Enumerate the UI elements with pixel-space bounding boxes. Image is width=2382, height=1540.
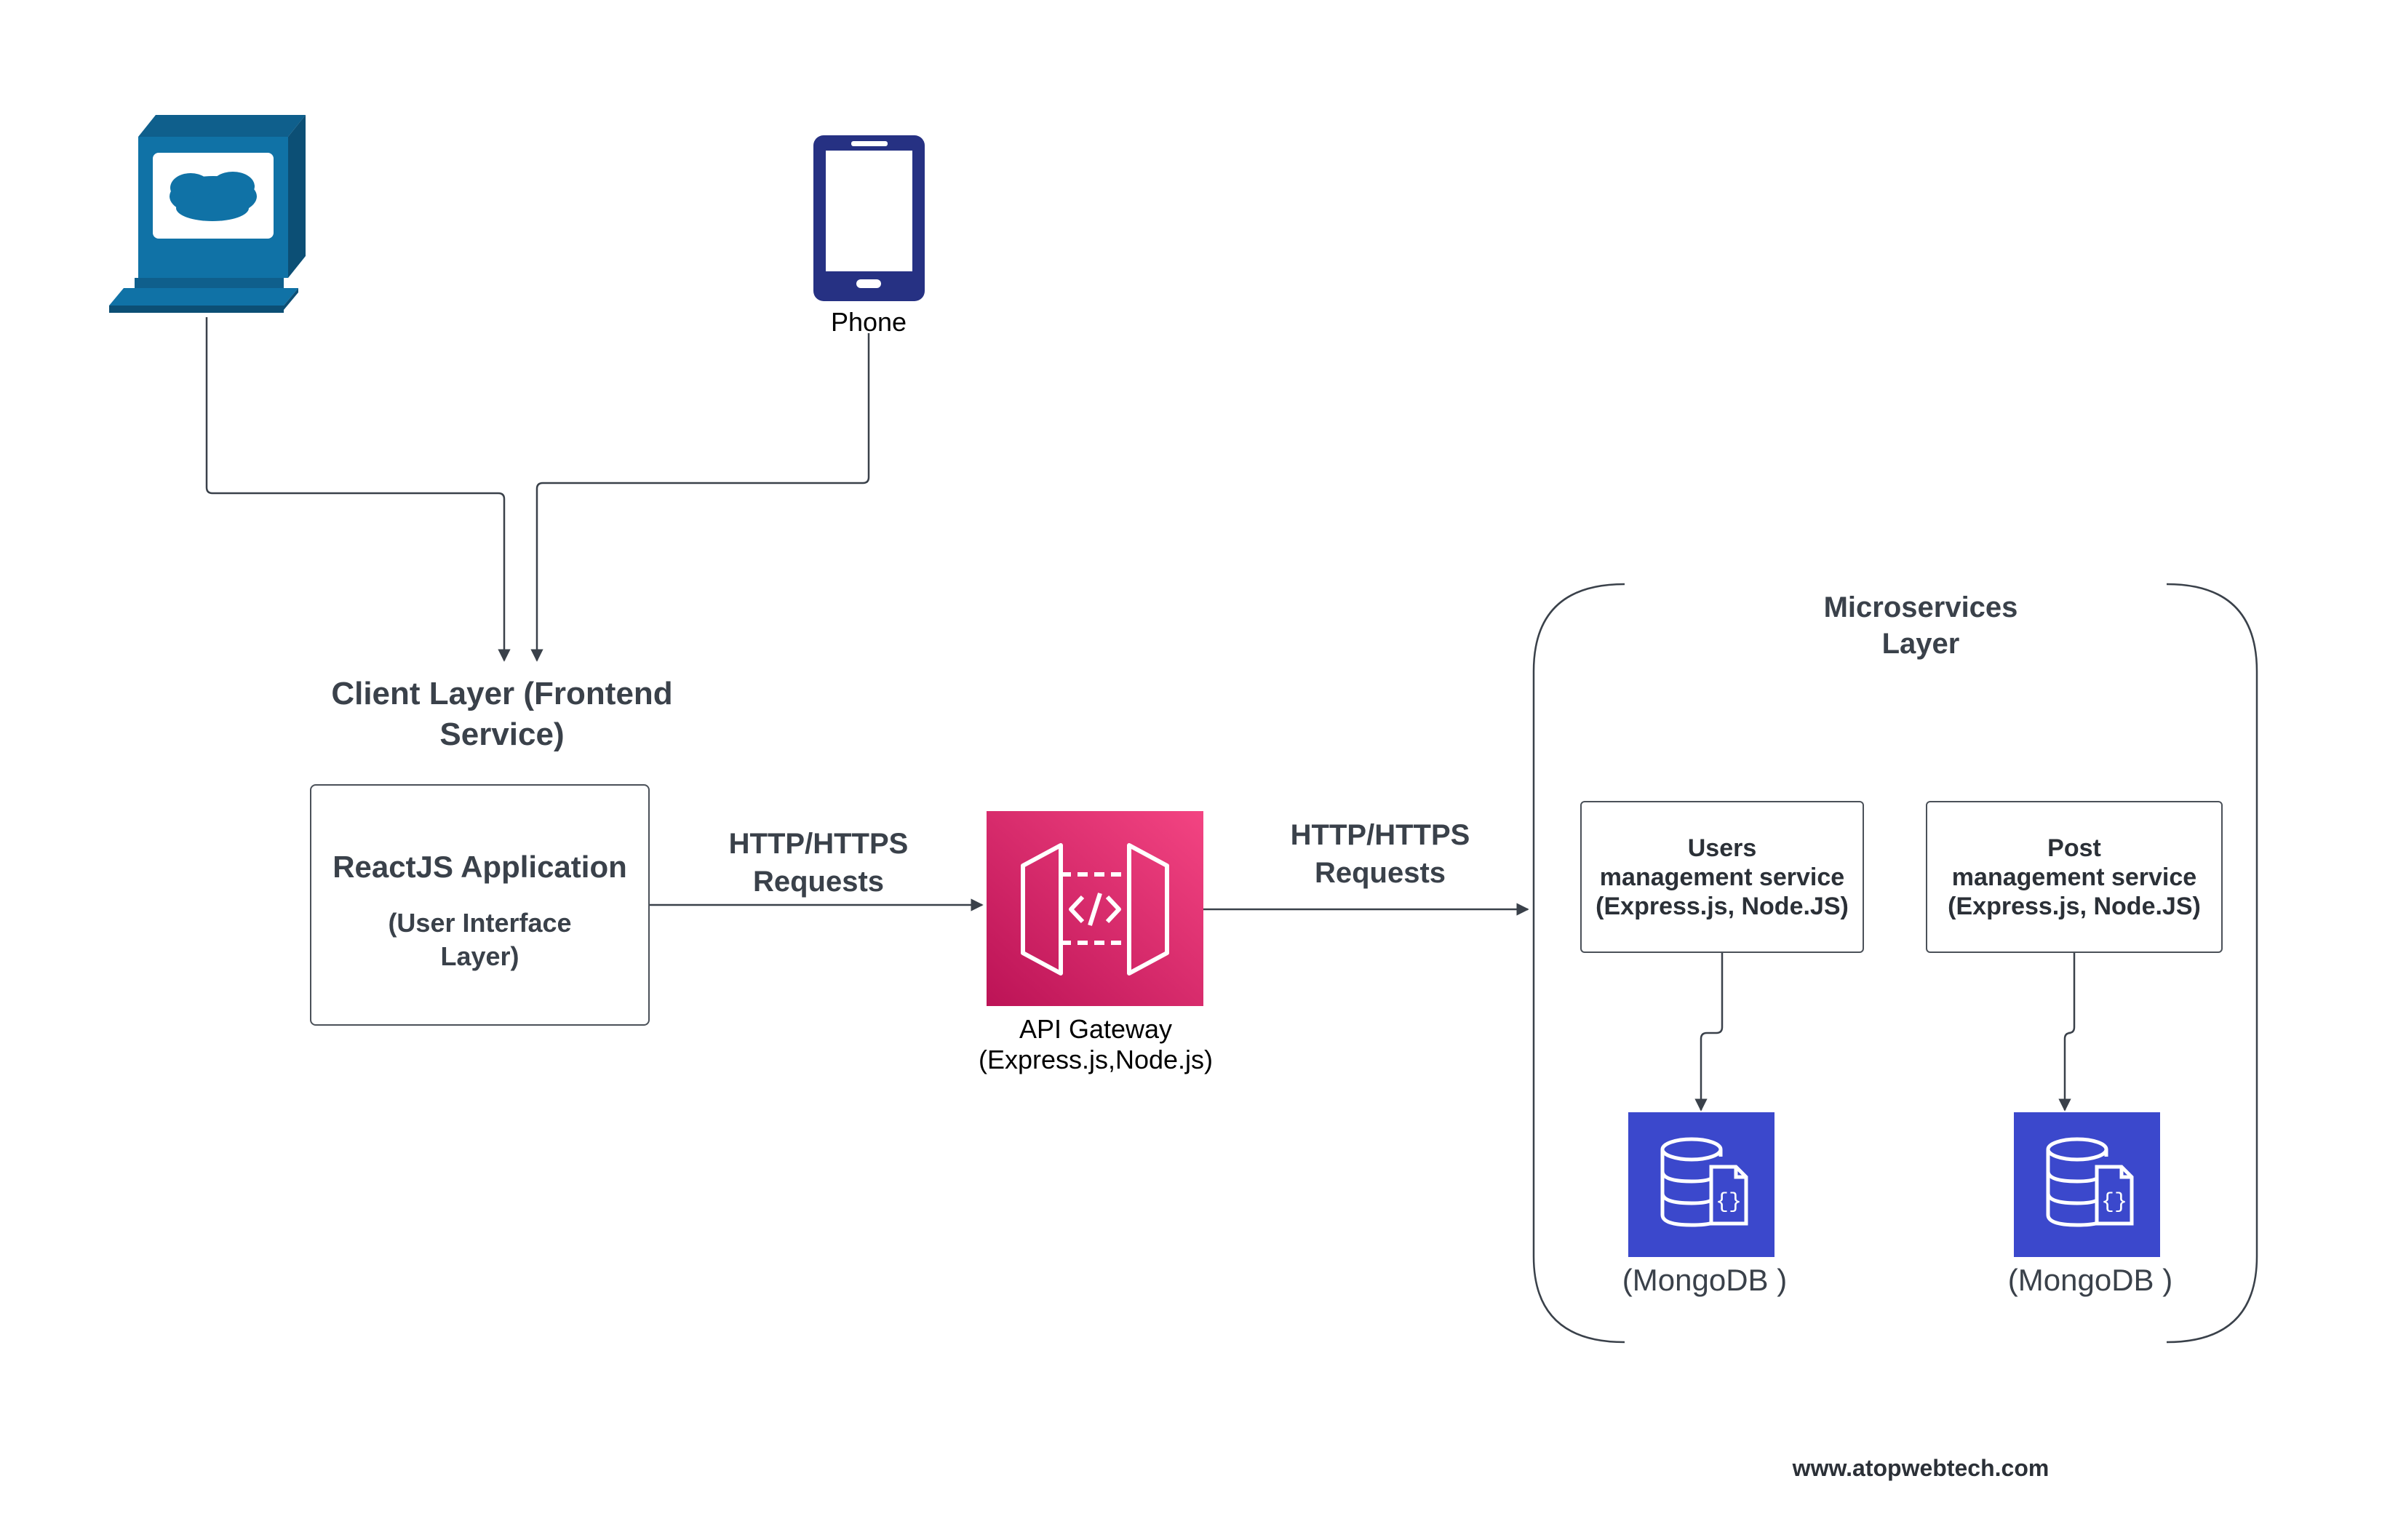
http-label-right-line1: HTTP/HTTPS (1290, 819, 1470, 851)
phone-to-client-arrow (530, 333, 870, 662)
phone-icon (813, 135, 925, 301)
post-service-to-db-arrow (2058, 953, 2076, 1112)
desktop-to-client-arrow (205, 317, 511, 662)
api-gateway-label-line2: (Express.js,Node.js) (978, 1045, 1214, 1074)
http-label-right-line2: Requests (1314, 857, 1446, 889)
microservices-title-line2: Layer (1881, 628, 1960, 660)
mongodb-label-users: (MongoDB ) (1622, 1263, 1788, 1297)
users-management-service-box: Users management service (Express.js, No… (1580, 801, 1864, 953)
api-gateway-label-line1: API Gateway (1019, 1014, 1173, 1044)
reactjs-application-title: ReactJS Application (332, 850, 627, 884)
http-label-left-line1: HTTP/HTTPS (728, 828, 909, 860)
api-gateway-icon (987, 811, 1203, 1006)
reactjs-subtitle-line2: Layer) (440, 941, 519, 971)
http-requests-label-left: HTTP/HTTPS Requests (698, 825, 939, 901)
phone-label: Phone (830, 307, 907, 337)
svg-text:{}: {} (2101, 1190, 2127, 1215)
users-service-line1: Users (1687, 834, 1757, 862)
http-label-left-line2: Requests (752, 866, 885, 898)
post-management-service-box: Post management service (Express.js, Nod… (1926, 801, 2223, 953)
client-layer-title-line1: Client Layer (Frontend (331, 676, 673, 711)
reactjs-application-box (310, 784, 650, 1026)
post-service-line3: (Express.js, Node.JS) (1948, 892, 2201, 920)
post-service-line2: management service (1951, 863, 2197, 891)
database-icon: {} (1628, 1112, 1774, 1257)
svg-text:{}: {} (1716, 1190, 1742, 1215)
reactjs-application-subtitle: (User Interface Layer) (310, 906, 650, 973)
microservices-container (1532, 583, 2258, 1344)
api-gateway-label: API Gateway (Express.js,Node.js) (950, 1014, 1241, 1075)
http-requests-label-right: HTTP/HTTPS Requests (1260, 816, 1500, 892)
client-layer-title-line2: Service) (439, 717, 565, 752)
database-icon: {} (2014, 1112, 2160, 1257)
users-service-line2: management service (1599, 863, 1845, 891)
client-layer-title: Client Layer (Frontend Service) (276, 674, 728, 755)
users-service-to-db-arrow (1694, 953, 1724, 1112)
microservices-title-line1: Microservices (1823, 591, 2018, 623)
desktop-computer-icon (109, 115, 306, 313)
reactjs-subtitle-line1: (User Interface (388, 908, 572, 938)
post-service-line1: Post (2047, 834, 2101, 862)
users-service-line3: (Express.js, Node.JS) (1596, 892, 1849, 920)
microservices-layer-title: Microservices Layer (1775, 589, 2066, 662)
website-footer: www.atopwebtech.com (1792, 1455, 2050, 1481)
mongodb-label-post: (MongoDB ) (2007, 1263, 2173, 1297)
